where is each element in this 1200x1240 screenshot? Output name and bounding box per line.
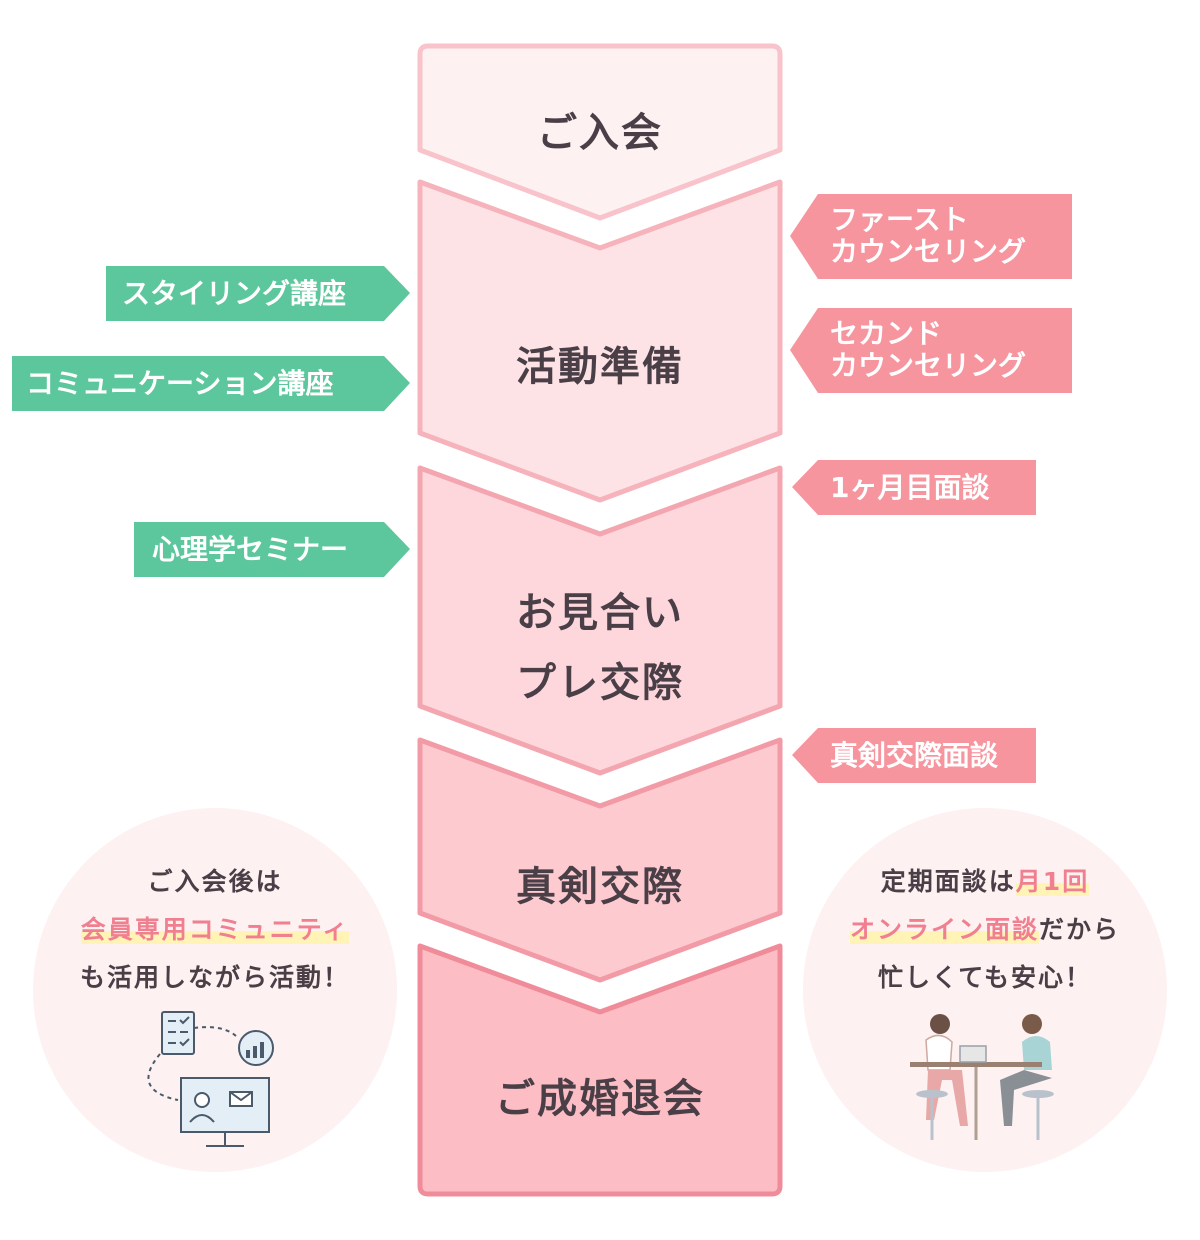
left-circle-line2: 会員専用コミュニティ	[80, 915, 350, 944]
step-2-shape	[417, 179, 783, 503]
right-circle-line1-a: 定期面談は	[880, 867, 1016, 896]
tag-second-counseling-line2: カウンセリング	[830, 349, 1027, 382]
tag-first-month-shape	[792, 460, 1036, 515]
step-4-shape	[417, 737, 783, 983]
community-illustration	[147, 1011, 274, 1147]
tag-second-counseling-line1: セカンド	[830, 317, 943, 350]
right-circle-line2-b: だから	[1039, 915, 1121, 944]
tag-first-month: 1ヶ月目面談	[830, 471, 990, 504]
tag-communication: コミュニケーション講座	[26, 367, 334, 400]
tag-psychology-shape	[134, 522, 410, 577]
tag-second-counseling-shape	[790, 308, 1072, 393]
left-circle-line2-wrap: 会員専用コミュニティ	[40, 910, 390, 946]
meeting-illustration	[910, 1014, 1054, 1140]
tag-styling: スタイリング講座	[122, 277, 347, 310]
step-1-label: ご入会	[537, 110, 663, 156]
tag-serious: 真剣交際面談	[830, 739, 999, 772]
tag-serious-shape	[792, 728, 1036, 783]
right-circle-line2-a: オンライン面談	[849, 915, 1039, 944]
tag-psychology: 心理学セミナー	[152, 533, 349, 566]
step-1-shape	[417, 43, 783, 221]
tag-styling-shape	[106, 266, 410, 321]
tag-communication-shape	[12, 356, 410, 411]
tag-first-counseling-line1: ファースト	[830, 203, 969, 236]
step-5-label: ご成婚退会	[495, 1076, 705, 1122]
right-circle-line3: 忙しくても安心！	[877, 963, 1092, 992]
right-circle-line2: オンライン面談だから	[810, 910, 1160, 946]
right-circle-line1: 定期面談は月1回	[810, 862, 1160, 898]
step-5-shape	[417, 943, 783, 1197]
left-info-circle	[33, 808, 397, 1172]
tag-first-counseling-shape	[790, 194, 1072, 279]
tag-first-counseling-line2: カウンセリング	[830, 235, 1027, 268]
right-circle-line1-b: 月1回	[1015, 867, 1090, 896]
step-4-label: 真剣交際	[516, 864, 684, 910]
step-3-label-line1: お見合い	[516, 590, 684, 636]
right-info-circle	[803, 808, 1167, 1172]
step-3-shape	[417, 465, 783, 776]
left-circle-line1: ご入会後は	[147, 867, 283, 896]
step-2-label: 活動準備	[516, 344, 684, 390]
left-circle-line3: も活用しながら活動！	[79, 963, 350, 992]
step-3-label-line2: プレ交際	[516, 660, 684, 706]
